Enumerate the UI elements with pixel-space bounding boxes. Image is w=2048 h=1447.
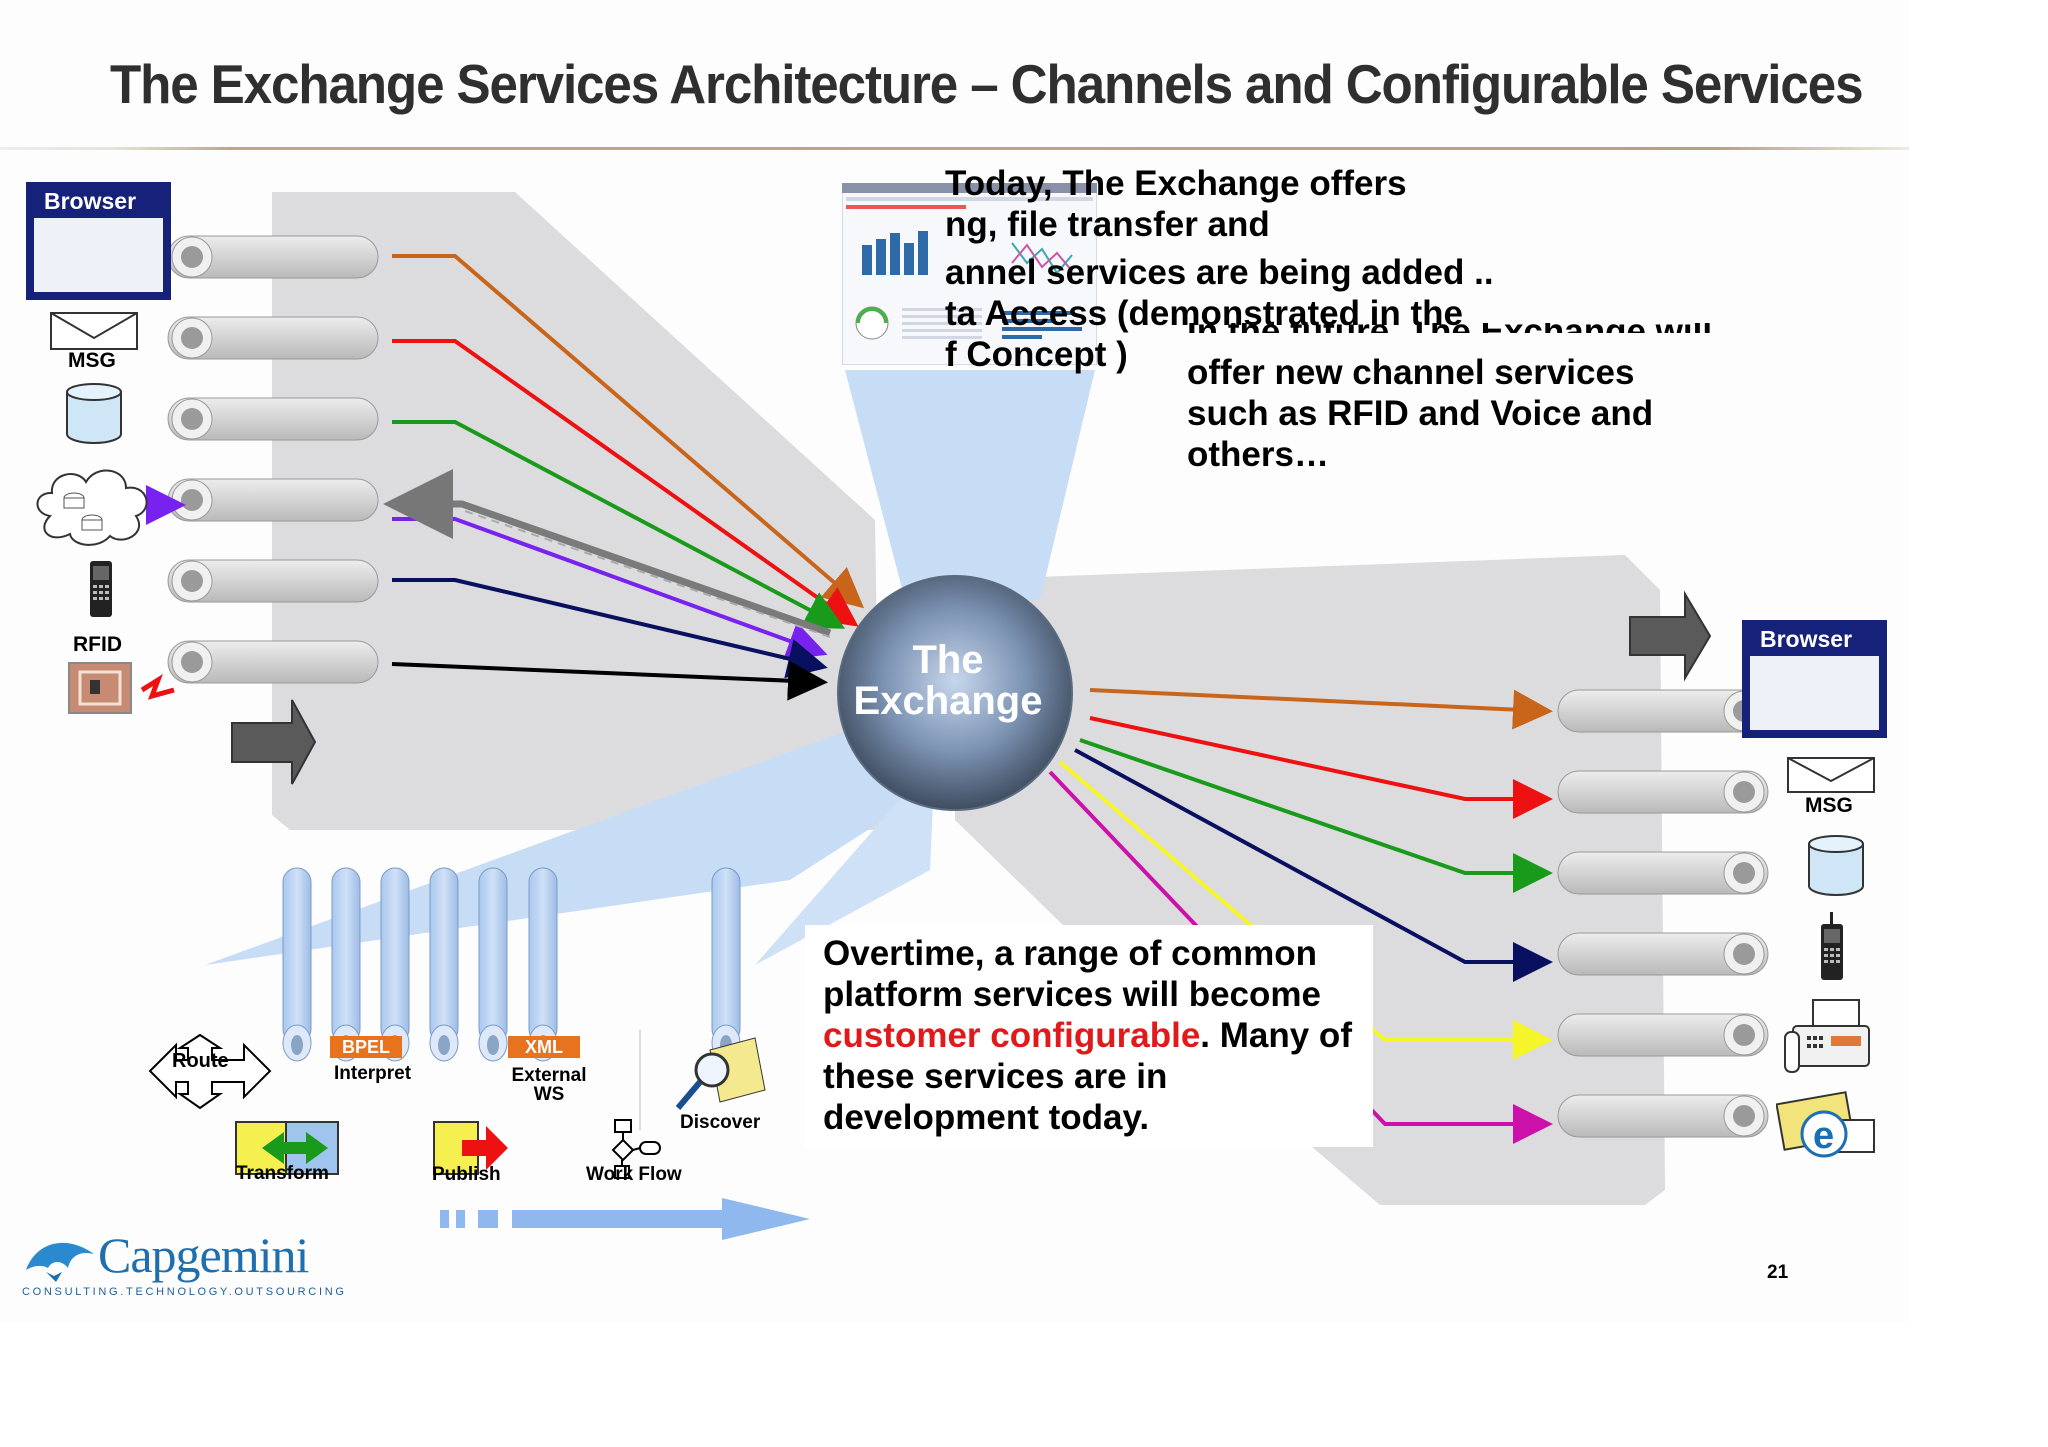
- spade-logo-icon: [26, 1242, 94, 1282]
- today-note-line: Today, The Exchange offers: [945, 164, 1407, 203]
- today-note-line: annel services are being added ..: [945, 253, 1494, 292]
- configurable-note-line: development today.: [823, 1098, 1150, 1137]
- external-ws-line: External: [511, 1065, 587, 1086]
- today-note: Today, The Exchange offers ng, file tran…: [945, 163, 1494, 375]
- future-note: In the future, The Exchange will offer n…: [1187, 323, 1712, 475]
- right-msg-label: MSG: [1805, 794, 1853, 817]
- configurable-note-line: these services are in: [823, 1057, 1168, 1096]
- left-pipes: [167, 235, 379, 684]
- left-msg-label: MSG: [68, 349, 116, 372]
- right-database-icon: [1808, 835, 1864, 896]
- page-title: The Exchange Services Architecture – Cha…: [110, 53, 1864, 115]
- exchange-label-line: The: [912, 638, 984, 682]
- transform-icon: [235, 1121, 339, 1175]
- discover-icon: [675, 1037, 766, 1110]
- configurable-note-line: platform services will become: [823, 975, 1321, 1014]
- outgoing-flows: [1048, 688, 1553, 1144]
- page-number: 21: [1767, 1262, 1789, 1283]
- top-beam: [845, 370, 1095, 600]
- right-browser-box[interactable]: Browser: [1742, 620, 1887, 738]
- route-label: Route: [172, 1050, 229, 1072]
- right-phone-icon: [1821, 912, 1843, 980]
- configurable-note-box: [805, 925, 1373, 1147]
- rfid-label: RFID: [73, 633, 122, 656]
- exchange-label: The Exchange: [818, 640, 1078, 722]
- incoming-flows: [383, 254, 865, 701]
- external-ws-label: External WS: [510, 1066, 588, 1104]
- left-browser-label: Browser: [44, 188, 137, 214]
- cloud-icon: [36, 469, 148, 546]
- fax-icon: [1784, 999, 1870, 1073]
- left-phone-icon: [90, 561, 112, 617]
- title-rule: [0, 147, 1909, 150]
- left-browser-box[interactable]: Browser: [26, 182, 171, 300]
- left-msg-icon: [50, 312, 138, 350]
- flow-black-in: [391, 660, 828, 701]
- interpret-label: Interpret: [334, 1063, 412, 1084]
- browser-screen-icon: [34, 218, 163, 292]
- publish-label: Publish: [432, 1164, 501, 1185]
- configurable-note-line: customer configurable. Many of: [823, 1015, 1352, 1056]
- flow-navy-out: [1074, 748, 1553, 982]
- discover-label: Discover: [680, 1112, 761, 1133]
- right-browser-label: Browser: [1760, 626, 1853, 652]
- left-gray-region: [272, 192, 880, 830]
- flow-red-out: [1089, 716, 1553, 819]
- today-note-line: f Concept ): [945, 335, 1128, 374]
- left-block-arrow: [231, 699, 317, 785]
- exchange-label-line: Exchange: [853, 679, 1043, 723]
- flow-red-in: [392, 339, 859, 627]
- workflow-label: Work Flow: [586, 1164, 682, 1185]
- future-note-line: others…: [1187, 435, 1329, 474]
- bottom-progress-arrow: [440, 1198, 810, 1240]
- flow-green-in: [392, 420, 846, 629]
- flow-green-out: [1079, 738, 1553, 893]
- route-icon: [148, 1033, 272, 1110]
- configurable-highlight: customer configurable: [823, 1016, 1201, 1055]
- dashboard-screenshot: [842, 183, 1097, 365]
- brand-name: Capgemini: [98, 1227, 309, 1283]
- slide: The Exchange Services Architecture – Cha…: [0, 53, 1909, 1298]
- today-note-line: ng, file transfer and: [945, 205, 1270, 244]
- flow-orange-in: [392, 254, 865, 609]
- left-database-icon: [66, 383, 122, 444]
- transform-label: Transform: [236, 1163, 329, 1184]
- rfid-tag-icon: [68, 662, 175, 714]
- external-ws-line: WS: [533, 1084, 565, 1105]
- browser-screen-icon: [1750, 656, 1879, 730]
- configurable-note: Overtime, a range of common platform ser…: [823, 933, 1352, 1138]
- future-note-line: offer new channel services: [1187, 353, 1635, 392]
- email-icon: e: [1776, 1091, 1875, 1158]
- future-note-partial-line: In the future, The Exchange will: [1187, 312, 1713, 333]
- flow-navy-in: [392, 578, 828, 679]
- xml-badge: XML: [508, 1036, 580, 1058]
- configurable-note-rest: . Many of: [1200, 1016, 1352, 1055]
- svg-text:e: e: [1813, 1115, 1834, 1157]
- flow-magenta-out: [1048, 770, 1553, 1144]
- flow-yellow-out: [1058, 760, 1553, 1060]
- bottom-beam-2: [755, 760, 935, 965]
- architecture-diagram: [127, 192, 1769, 1240]
- brand-tagline: CONSULTING.TECHNOLOGY.OUTSOURCING: [22, 1286, 347, 1298]
- future-note-line: such as RFID and Voice and: [1187, 394, 1654, 433]
- right-msg-icon: [1787, 757, 1875, 793]
- flow-gray-out: [383, 469, 832, 637]
- configurable-note-line: Overtime, a range of common: [823, 934, 1318, 973]
- exchange-sphere: [837, 575, 1073, 811]
- right-block-arrow: [1629, 590, 1712, 682]
- today-note-line: ta Access (demonstrated in the: [945, 294, 1464, 333]
- workflow-icon: [611, 1119, 661, 1179]
- service-pipes: [282, 867, 741, 1062]
- flow-orange-out: [1089, 688, 1553, 730]
- bpel-badge: BPEL: [330, 1036, 402, 1058]
- publish-icon: [433, 1121, 508, 1175]
